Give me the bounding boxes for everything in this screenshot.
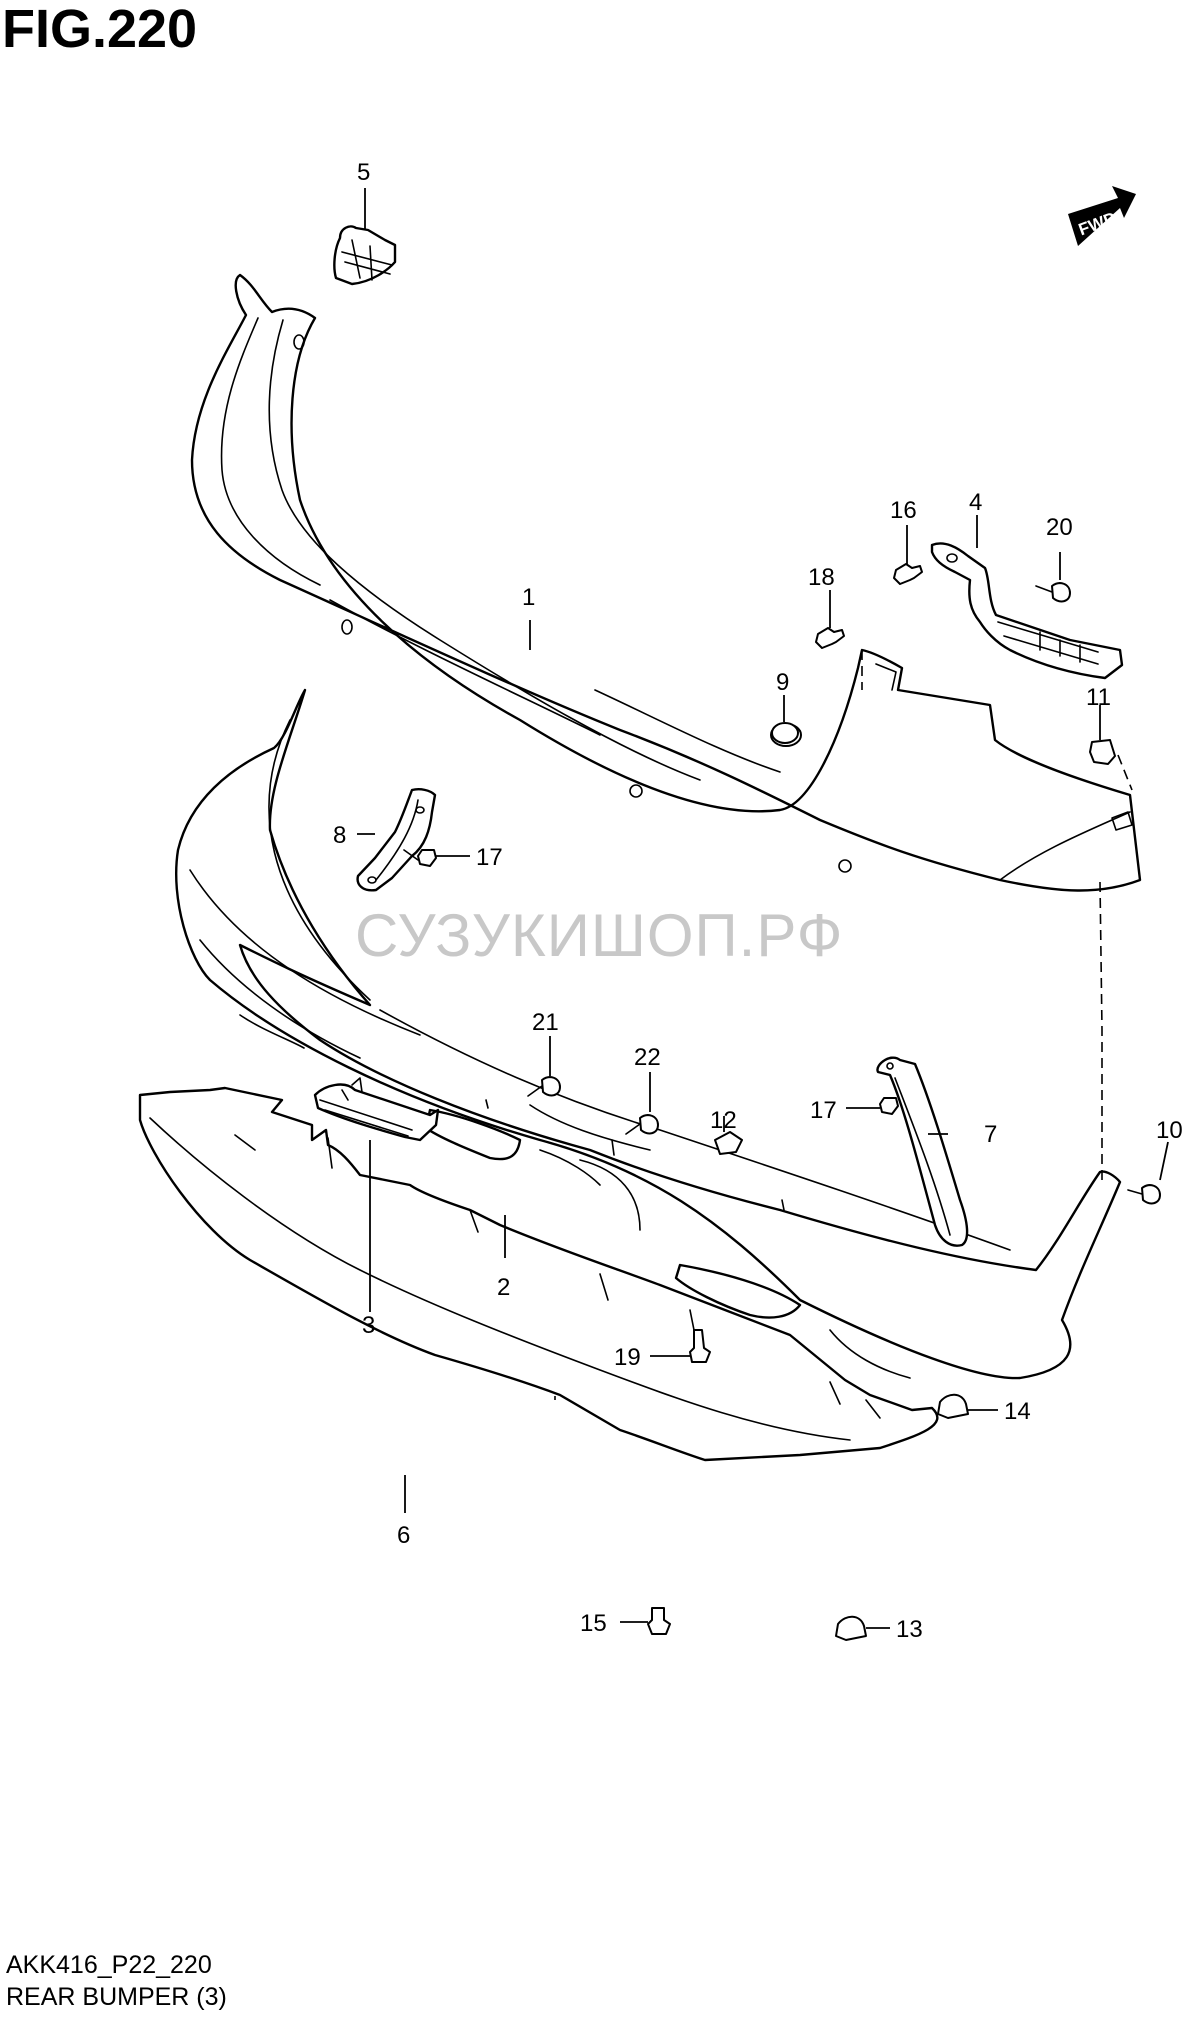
callout-13: 13 bbox=[896, 1616, 923, 1643]
callout-17-lower: 17 bbox=[810, 1097, 837, 1124]
callout-4: 4 bbox=[969, 489, 982, 516]
part-4-bumper-side-bracket bbox=[930, 542, 1124, 680]
part-20-screw bbox=[1035, 582, 1071, 603]
callout-12: 12 bbox=[710, 1107, 737, 1134]
part-10-screw bbox=[1127, 1184, 1161, 1205]
callout-17-upper: 17 bbox=[476, 844, 503, 871]
part-15-bolt bbox=[647, 1607, 671, 1635]
fwd-arrow-icon: FWD bbox=[1068, 186, 1136, 246]
callout-19: 19 bbox=[614, 1344, 641, 1371]
callout-11: 11 bbox=[1086, 684, 1111, 711]
reference-line-10 bbox=[1099, 881, 1103, 1180]
part-6-lower-under-cover bbox=[138, 1086, 939, 1462]
callout-8: 8 bbox=[333, 822, 346, 849]
part-13-clip bbox=[835, 1615, 867, 1641]
leader-lines bbox=[357, 188, 1169, 1629]
part-3-reflector bbox=[313, 1077, 440, 1142]
part-5-bumper-holder bbox=[333, 225, 397, 286]
part-19-bolt bbox=[689, 1329, 711, 1363]
callout-16: 16 bbox=[890, 497, 917, 524]
part-18-bolt bbox=[815, 627, 845, 649]
callout-20: 20 bbox=[1046, 514, 1073, 541]
part-14-clip bbox=[937, 1393, 969, 1419]
callout-2: 2 bbox=[497, 1274, 510, 1301]
figure-name: REAR BUMPER (3) bbox=[6, 1983, 227, 2011]
part-22-screw bbox=[625, 1114, 659, 1135]
callout-15: 15 bbox=[580, 1610, 607, 1637]
part-9-plug bbox=[771, 722, 799, 744]
part-7-side-bracket-right bbox=[876, 1056, 969, 1247]
callout-18: 18 bbox=[808, 564, 835, 591]
part-1-upper-bumper-cover bbox=[190, 273, 1142, 892]
callout-22: 22 bbox=[634, 1044, 661, 1071]
part-17-bolt-upper bbox=[417, 849, 437, 867]
part-2-rear-bumper-cover bbox=[175, 688, 1122, 1380]
figure-code: AKK416_P22_220 bbox=[6, 1951, 212, 1979]
callout-14: 14 bbox=[1004, 1398, 1031, 1425]
callout-6: 6 bbox=[397, 1522, 410, 1549]
callout-10: 10 bbox=[1156, 1117, 1183, 1144]
part-16-bolt bbox=[893, 563, 923, 585]
callout-5: 5 bbox=[357, 159, 370, 186]
part-21-screw bbox=[527, 1076, 561, 1097]
callout-9: 9 bbox=[776, 669, 789, 696]
callout-1: 1 bbox=[522, 584, 535, 611]
figure-title: FIG.220 bbox=[2, 0, 198, 59]
part-11-clip bbox=[1089, 739, 1116, 765]
part-8-side-bracket-left bbox=[356, 788, 437, 892]
part-12-nut bbox=[714, 1131, 743, 1155]
part-17-bolt-lower bbox=[879, 1097, 899, 1115]
callout-21: 21 bbox=[532, 1009, 559, 1036]
reference-line-11 bbox=[1117, 754, 1133, 791]
callout-3: 3 bbox=[362, 1312, 375, 1339]
watermark-text: СУЗУКИШОП.РФ bbox=[355, 902, 844, 969]
callout-7: 7 bbox=[984, 1121, 997, 1148]
